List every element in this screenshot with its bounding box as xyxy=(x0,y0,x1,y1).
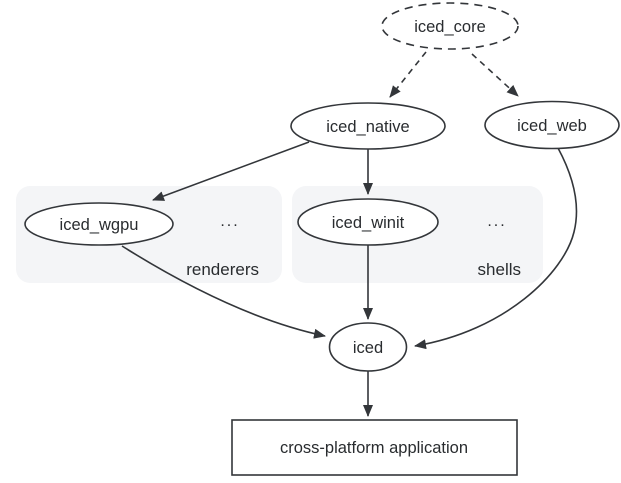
edge-iced-core-to-iced-native xyxy=(389,51,427,98)
node-iced-web-label: iced_web xyxy=(517,117,587,135)
node-iced-winit-label: iced_winit xyxy=(332,214,405,232)
edge-iced-core-to-iced-web xyxy=(471,53,519,97)
group-renderers-label: renderers xyxy=(186,260,259,279)
node-iced-web: iced_web xyxy=(484,100,620,150)
edge-iced-wgpu-to-iced xyxy=(121,245,326,339)
edge-iced-web-to-iced xyxy=(414,147,578,350)
shells-ellipsis: ... xyxy=(487,213,506,230)
node-iced-wgpu-ellipse xyxy=(24,202,174,246)
node-iced-core-label: iced_core xyxy=(414,18,486,36)
node-iced-native: iced_native xyxy=(290,102,446,150)
node-iced-web-ellipse xyxy=(484,100,620,150)
node-iced-core-ellipse xyxy=(381,2,519,50)
group-shells-label: shells xyxy=(478,260,521,279)
node-iced-winit: iced_winit xyxy=(297,198,439,246)
renderers-ellipsis: ... xyxy=(220,213,239,230)
edge-iced-native-to-iced-wgpu xyxy=(152,141,310,201)
node-iced-label: iced xyxy=(353,339,383,357)
node-iced-wgpu-label: iced_wgpu xyxy=(60,216,139,234)
node-iced: iced xyxy=(328,322,408,372)
node-application-rect xyxy=(231,419,518,476)
node-iced-ellipse xyxy=(328,322,408,372)
node-application-label: cross-platform application xyxy=(280,439,468,457)
node-iced-native-ellipse xyxy=(290,102,446,150)
node-iced-core: iced_core xyxy=(381,2,519,50)
node-iced-native-label: iced_native xyxy=(326,118,409,136)
node-iced-wgpu: iced_wgpu xyxy=(24,202,174,246)
node-application: cross-platform application xyxy=(231,419,518,476)
node-iced-winit-ellipse xyxy=(297,198,439,246)
